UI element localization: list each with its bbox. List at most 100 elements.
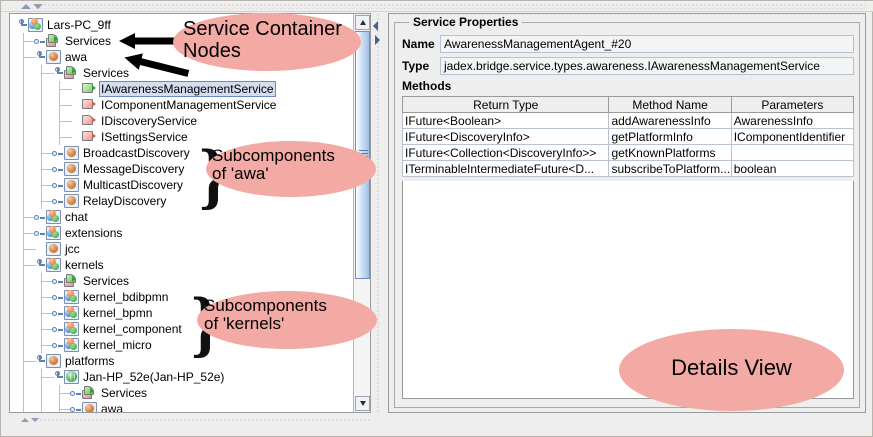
tree-node-label[interactable]: Services <box>83 274 130 288</box>
methods-table-cell[interactable]: IComponentIdentifier <box>730 128 855 145</box>
methods-table-cell[interactable]: getKnownPlatforms <box>608 144 732 161</box>
split-collapse-up-icon[interactable] <box>21 4 31 9</box>
tree-node-label[interactable]: Jan-HP_52e(Jan-HP_52e) <box>83 370 225 384</box>
tree-node-label[interactable]: kernel_bpmn <box>83 306 153 320</box>
tree-row[interactable]: Services <box>10 385 354 401</box>
tree-expand-handle[interactable] <box>34 259 45 270</box>
tree-node-label[interactable]: awa <box>101 402 124 412</box>
tree-row[interactable]: RelayDiscovery <box>10 193 354 209</box>
tree-collapse-handle[interactable] <box>34 212 45 223</box>
split-collapse-up-icon-2[interactable] <box>21 418 29 422</box>
tree-node-label[interactable]: Services <box>101 386 148 400</box>
methods-table-row[interactable]: IFuture<Collection<DiscoveryInfo>>getKno… <box>401 144 855 161</box>
tree-node-label[interactable]: Lars-PC_9ff <box>47 18 111 32</box>
top-split-divider[interactable] <box>1 1 873 12</box>
tree-node-label[interactable]: IComponentManagementService <box>101 98 277 112</box>
tree-node-label[interactable]: chat <box>65 210 88 224</box>
tree-collapse-handle[interactable] <box>70 404 81 412</box>
tree-row[interactable]: platforms <box>10 353 354 369</box>
split-collapse-right-icon[interactable] <box>375 35 380 45</box>
tree-row[interactable]: awa <box>10 49 354 65</box>
methods-column-header[interactable]: Return Type <box>401 96 610 113</box>
bottom-split-divider[interactable] <box>9 415 371 426</box>
methods-table-cell[interactable]: getPlatformInfo <box>608 128 732 145</box>
tree-row[interactable]: kernel_bdibpmn <box>10 289 354 305</box>
methods-table-cell[interactable]: boolean <box>730 160 855 177</box>
tree-row[interactable]: IAwarenessManagementService <box>10 81 354 97</box>
tree-row[interactable]: kernel_micro <box>10 337 354 353</box>
tree-expand-handle[interactable] <box>16 19 27 30</box>
tree-row[interactable]: ISettingsService <box>10 129 354 145</box>
type-field[interactable]: jadex.bridge.service.types.awareness.IAw… <box>440 57 854 75</box>
tree-node-label[interactable]: RelayDiscovery <box>83 194 167 208</box>
tree-row[interactable]: awa <box>10 401 354 412</box>
tree-row[interactable]: Jan-HP_52e(Jan-HP_52e) <box>10 369 354 385</box>
tree-collapse-handle[interactable] <box>52 324 63 335</box>
tree-row[interactable]: extensions <box>10 225 354 241</box>
tree-node-label[interactable]: BroadcastDiscovery <box>83 146 190 160</box>
tree-row[interactable]: kernel_component <box>10 321 354 337</box>
tree-row[interactable]: Services <box>10 33 354 49</box>
methods-table-row[interactable]: ITerminableIntermediateFuture<D...subscr… <box>401 160 855 177</box>
tree-row[interactable]: Services <box>10 65 354 81</box>
tree-expand-handle[interactable] <box>34 355 45 366</box>
tree-collapse-handle[interactable] <box>52 308 63 319</box>
tree-row[interactable]: MessageDiscovery <box>10 161 354 177</box>
tree-collapse-handle[interactable] <box>52 196 63 207</box>
tree-collapse-handle[interactable] <box>52 148 63 159</box>
methods-table-cell[interactable]: IFuture<Boolean> <box>401 112 610 129</box>
tree-row[interactable]: Lars-PC_9ff <box>10 17 354 33</box>
tree-node-label[interactable]: Services <box>83 66 130 80</box>
methods-table-cell[interactable]: AwarenessInfo <box>730 112 855 129</box>
tree-row[interactable]: kernel_bpmn <box>10 305 354 321</box>
tree-node-label[interactable]: MulticastDiscovery <box>83 178 184 192</box>
methods-table-cell[interactable] <box>730 144 855 161</box>
tree-node-label[interactable]: ISettingsService <box>101 130 188 144</box>
tree-collapse-handle[interactable] <box>52 340 63 351</box>
methods-table-cell[interactable]: IFuture<Collection<DiscoveryInfo>> <box>401 144 610 161</box>
tree-node-label[interactable]: MessageDiscovery <box>83 162 185 176</box>
tree-row[interactable]: Services <box>10 273 354 289</box>
tree-row[interactable]: jcc <box>10 241 354 257</box>
tree-row[interactable]: BroadcastDiscovery <box>10 145 354 161</box>
scroll-up-button[interactable] <box>355 15 370 30</box>
scroll-down-button[interactable] <box>355 396 370 411</box>
tree-collapse-handle[interactable] <box>52 276 63 287</box>
methods-table-cell[interactable]: addAwarenessInfo <box>608 112 732 129</box>
tree-row[interactable]: IDiscoveryService <box>10 113 354 129</box>
tree-node-label[interactable]: kernels <box>65 258 104 272</box>
tree-collapse-handle[interactable] <box>34 36 45 47</box>
tree-node-label[interactable]: kernel_bdibpmn <box>83 290 169 304</box>
tree-node-label[interactable]: awa <box>65 50 88 64</box>
tree-expand-handle[interactable] <box>34 51 45 62</box>
tree-node-label[interactable]: IAwarenessManagementService <box>99 81 276 97</box>
tree-collapse-handle[interactable] <box>52 180 63 191</box>
tree-node-label[interactable]: Services <box>65 34 112 48</box>
tree-collapse-handle[interactable] <box>34 228 45 239</box>
tree-row[interactable]: MulticastDiscovery <box>10 177 354 193</box>
methods-column-header[interactable]: Method Name <box>608 96 732 113</box>
tree-collapse-handle[interactable] <box>52 164 63 175</box>
tree-node-label[interactable]: kernel_component <box>83 322 182 336</box>
tree-row[interactable]: chat <box>10 209 354 225</box>
split-collapse-left-icon[interactable] <box>373 21 378 31</box>
methods-table-cell[interactable]: ITerminableIntermediateFuture<D... <box>401 160 610 177</box>
tree-collapse-handle[interactable] <box>70 388 81 399</box>
tree-vertical-scrollbar[interactable] <box>353 14 370 412</box>
tree-node-label[interactable]: kernel_micro <box>83 338 152 352</box>
methods-column-header[interactable]: Parameters <box>730 96 855 113</box>
vertical-split-divider[interactable] <box>372 13 385 413</box>
tree-node-label[interactable]: jcc <box>65 242 80 256</box>
tree-collapse-handle[interactable] <box>52 292 63 303</box>
tree-node-label[interactable]: IDiscoveryService <box>101 114 198 128</box>
tree-row[interactable]: IComponentManagementService <box>10 97 354 113</box>
tree-node-label[interactable]: platforms <box>65 354 115 368</box>
methods-table-cell[interactable]: subscribeToPlatform... <box>608 160 732 177</box>
tree-expand-handle[interactable] <box>52 371 63 382</box>
methods-table-cell[interactable]: IFuture<DiscoveryInfo> <box>401 128 610 145</box>
tree-expand-handle[interactable] <box>52 67 63 78</box>
